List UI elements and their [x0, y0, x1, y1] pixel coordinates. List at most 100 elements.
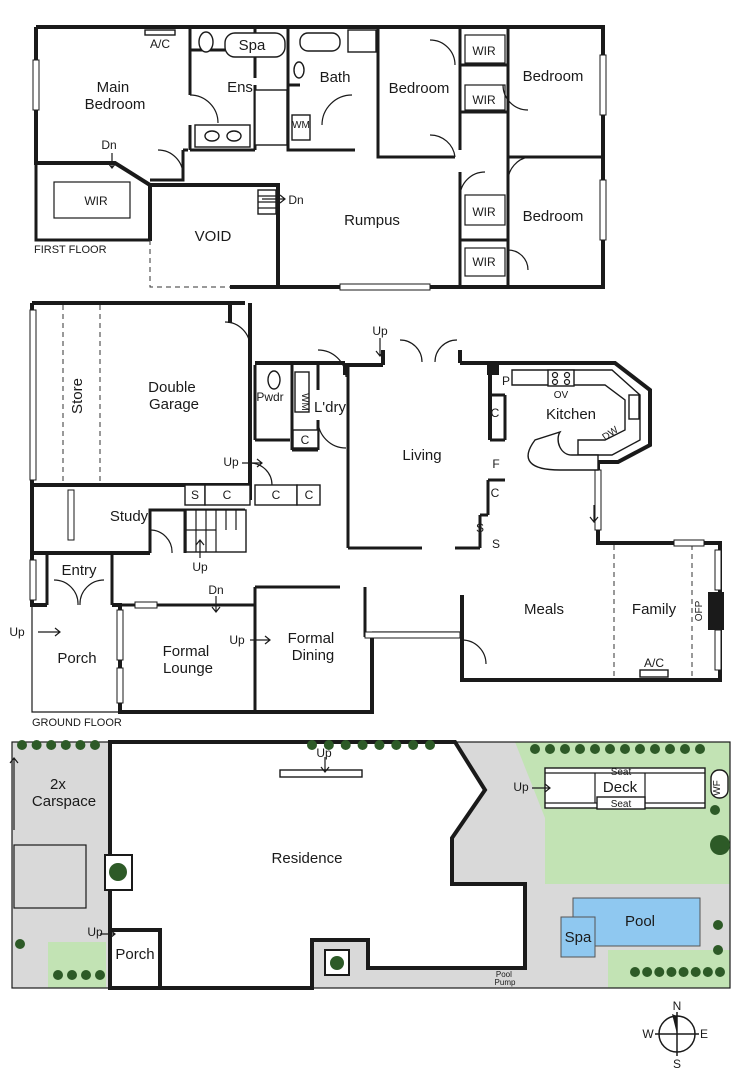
tree-icon — [560, 744, 570, 754]
arrow-icon — [589, 505, 599, 523]
basin — [204, 130, 220, 142]
tree-icon — [31, 740, 42, 750]
ac-unit — [639, 669, 669, 678]
compass-w: W — [642, 1027, 654, 1041]
kitchen-label: Kitchen — [546, 406, 596, 423]
tree-icon — [46, 740, 57, 750]
tree-icon — [654, 967, 665, 977]
door-swing — [157, 39, 529, 271]
formal-wall — [120, 585, 367, 712]
kitchen-island — [527, 430, 599, 471]
stair-lines — [186, 510, 237, 552]
oven-label: OV — [554, 390, 569, 401]
rumpus-label: Rumpus — [344, 212, 400, 229]
car-bay — [13, 844, 87, 909]
tree-icon — [665, 744, 675, 754]
burner — [563, 378, 571, 386]
site-boundary — [11, 741, 731, 989]
tree-icon — [75, 740, 86, 750]
wm-label: WM — [299, 393, 310, 411]
tree-icon — [695, 744, 705, 754]
tree-icon — [340, 740, 351, 750]
tree-icon — [690, 967, 701, 977]
bath-tub — [299, 32, 341, 52]
cupboard-label: C — [491, 486, 500, 500]
cupboard-box — [296, 484, 321, 506]
porch-label: Porch — [57, 650, 96, 667]
arrow-icon — [100, 929, 116, 939]
tree-icon — [575, 744, 585, 754]
arrow-icon — [320, 757, 330, 773]
compass-s: S — [673, 1057, 681, 1071]
tree-icon — [67, 970, 77, 980]
tree-icon — [666, 967, 677, 977]
cupboard-label: C — [491, 406, 500, 420]
wir-box-1 — [464, 34, 506, 64]
shelf-label: S — [191, 488, 199, 502]
pool-pump-label: Pool Pump — [495, 970, 516, 987]
window — [116, 667, 124, 704]
bath-wall — [286, 27, 455, 159]
ac-label: A/C — [150, 37, 170, 51]
woodfire — [710, 769, 729, 799]
powder-label: Pwdr — [256, 390, 283, 404]
up-label: Up — [223, 455, 239, 469]
toilet — [267, 370, 281, 390]
arrow-icon — [195, 539, 205, 558]
pool-label: Pool — [625, 913, 655, 930]
tree-icon — [109, 863, 127, 881]
window — [134, 601, 158, 609]
study-label: Study — [110, 508, 149, 525]
wf-label: WF — [712, 780, 723, 796]
rumpus-bedroom-wall — [458, 157, 510, 287]
cupboard-label: C — [223, 488, 232, 502]
deck-label: Deck — [603, 779, 638, 796]
ac-label: A/C — [644, 656, 664, 670]
toilet — [198, 31, 214, 53]
up-label: Up — [87, 925, 103, 939]
up-label: Up — [316, 746, 332, 760]
tree-icon — [357, 740, 368, 750]
bedroom-label: Bedroom — [523, 68, 584, 85]
door-swing — [53, 321, 487, 665]
void-label: VOID — [195, 228, 232, 245]
tree-icon — [710, 805, 720, 815]
tree-icon — [590, 744, 600, 754]
pwdr-laundry-wall — [253, 365, 350, 548]
tree-icon — [90, 740, 100, 750]
cooktop — [547, 369, 575, 387]
wir-label: WIR — [472, 205, 496, 219]
pantry-block — [487, 365, 499, 375]
tree-icon — [330, 956, 344, 970]
burner — [563, 371, 571, 379]
double-garage-label: Double Garage — [148, 379, 200, 413]
wm-label: WM — [292, 120, 310, 131]
wir-box-4 — [464, 247, 506, 277]
up-label: Up — [229, 633, 245, 647]
arrow-icon — [242, 458, 263, 468]
dn-label: Dn — [288, 193, 303, 207]
window — [594, 469, 602, 531]
meals-label: Meals — [524, 601, 564, 618]
meals-family-line — [613, 545, 693, 678]
first-floor-plan: Main Bedroom A/C Spa Ens Bath WM Bedroom… — [32, 25, 607, 291]
spa-label: Spa — [239, 37, 266, 54]
wm-box — [294, 371, 310, 413]
tree-icon — [710, 835, 730, 855]
tree-icon — [307, 740, 317, 750]
tree-icon — [650, 744, 660, 754]
tree-icon — [53, 970, 63, 980]
tree-icon — [15, 939, 25, 949]
rear-lawn-lower — [545, 818, 730, 884]
window — [714, 629, 722, 671]
spa-water — [560, 916, 596, 958]
tree-icon — [635, 744, 645, 754]
laundry-label: L'dry — [314, 399, 347, 416]
tree-icon — [605, 744, 615, 754]
tree-icon — [425, 740, 435, 750]
hall-wall — [150, 148, 188, 182]
tree-icon — [680, 744, 690, 754]
arrow-icon — [38, 627, 61, 637]
fridge-label: F — [492, 457, 499, 471]
wir-box-3 — [464, 194, 506, 226]
